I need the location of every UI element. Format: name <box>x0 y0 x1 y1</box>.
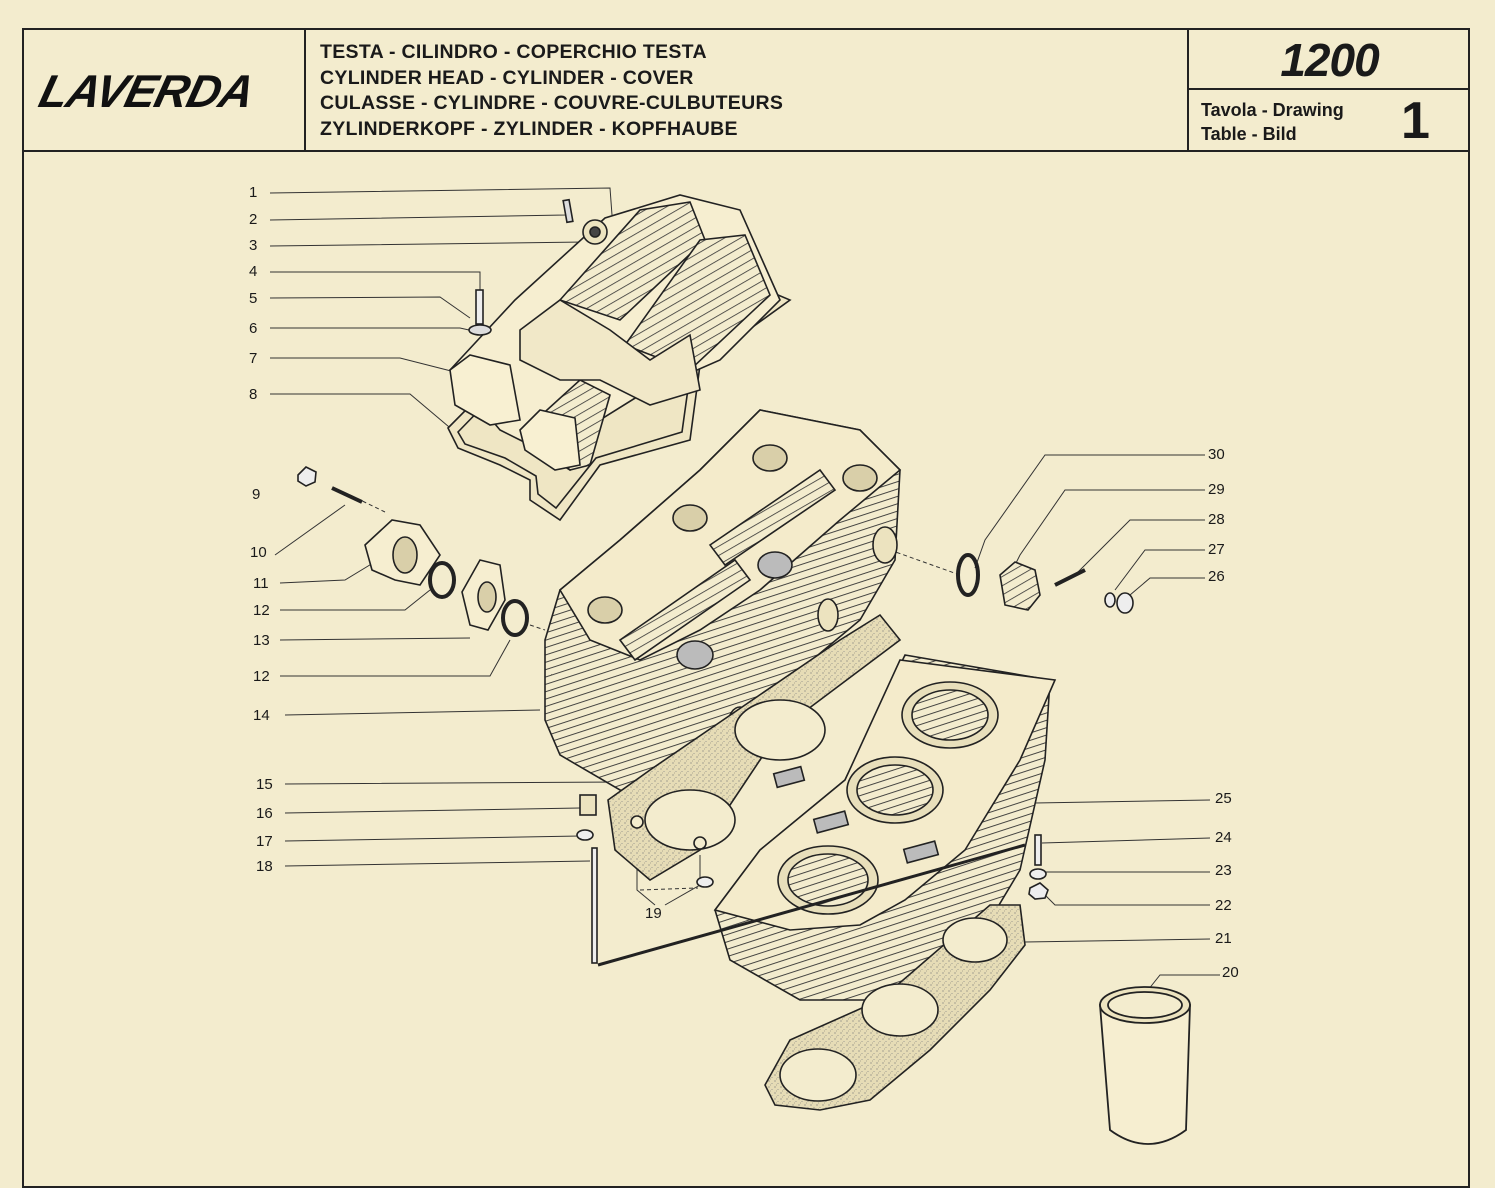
callout-23: 23 <box>1215 862 1232 879</box>
table-label-drawing: Tavola - Drawing <box>1201 100 1344 120</box>
callout-12b: 12 <box>253 668 270 685</box>
callout-6: 6 <box>249 320 258 337</box>
callout-15: 15 <box>256 776 273 793</box>
callout-1: 1 <box>249 184 258 201</box>
cylinder-head <box>544 409 902 801</box>
cylinder-liner <box>1099 986 1191 1145</box>
callout-14: 14 <box>253 707 270 724</box>
callout-8: 8 <box>249 386 258 403</box>
title-block: LAVERDA TESTA - CILINDRO - COPERCHIO TES… <box>24 30 1470 152</box>
callout-9: 9 <box>252 486 261 503</box>
callout-19: 19 <box>645 905 662 922</box>
callout-30: 30 <box>1208 446 1225 463</box>
callout-29: 29 <box>1208 481 1225 498</box>
logo-cell: LAVERDA <box>24 30 306 150</box>
drawing-sheet: LAVERDA TESTA - CILINDRO - COPERCHIO TES… <box>22 28 1470 1188</box>
callout-7: 7 <box>249 350 258 367</box>
title-french: CULASSE - CYLINDRE - COUVRE-CULBUTEURS <box>320 92 784 114</box>
model-number: 1200 <box>1189 32 1470 90</box>
title-italian: TESTA - CILINDRO - COPERCHIO TESTA <box>320 41 707 63</box>
callout-16: 16 <box>256 805 273 822</box>
callout-11: 11 <box>253 575 269 592</box>
tensioner-parts <box>956 553 1134 614</box>
callout-18: 18 <box>256 858 273 875</box>
callout-27: 27 <box>1208 541 1225 558</box>
fastener-parts <box>576 794 1049 967</box>
cylinder-block <box>713 654 1057 1001</box>
table-number: 1 <box>1401 92 1430 150</box>
base-gasket <box>764 904 1026 1111</box>
callout-26: 26 <box>1208 568 1225 585</box>
callout-17: 17 <box>256 833 273 850</box>
callout-25: 25 <box>1215 790 1232 807</box>
callout-22: 22 <box>1215 897 1232 914</box>
callout-12a: 12 <box>253 602 270 619</box>
callout-21: 21 <box>1215 930 1232 947</box>
callout-28: 28 <box>1208 511 1225 528</box>
callout-4: 4 <box>249 263 258 280</box>
model-cell: 1200 Tavola - Drawing Table - Bild 1 <box>1189 30 1470 150</box>
valve-cover <box>447 194 792 522</box>
title-english: CYLINDER HEAD - CYLINDER - COVER <box>320 66 694 89</box>
callout-20: 20 <box>1222 964 1239 981</box>
callout-2: 2 <box>249 211 258 228</box>
callout-5: 5 <box>249 290 258 307</box>
manifold-parts <box>297 466 529 637</box>
callout-13: 13 <box>253 632 270 649</box>
callout-24: 24 <box>1215 829 1232 846</box>
head-gasket <box>607 613 902 881</box>
title-german: ZYLINDERKOPF - ZYLINDER - KOPFHAUBE <box>320 117 738 140</box>
title-cell: TESTA - CILINDRO - COPERCHIO TESTA CYLIN… <box>306 30 1189 150</box>
table-label-bild: Table - Bild <box>1201 124 1297 144</box>
callout-3: 3 <box>249 237 258 254</box>
callout-10: 10 <box>250 544 267 561</box>
